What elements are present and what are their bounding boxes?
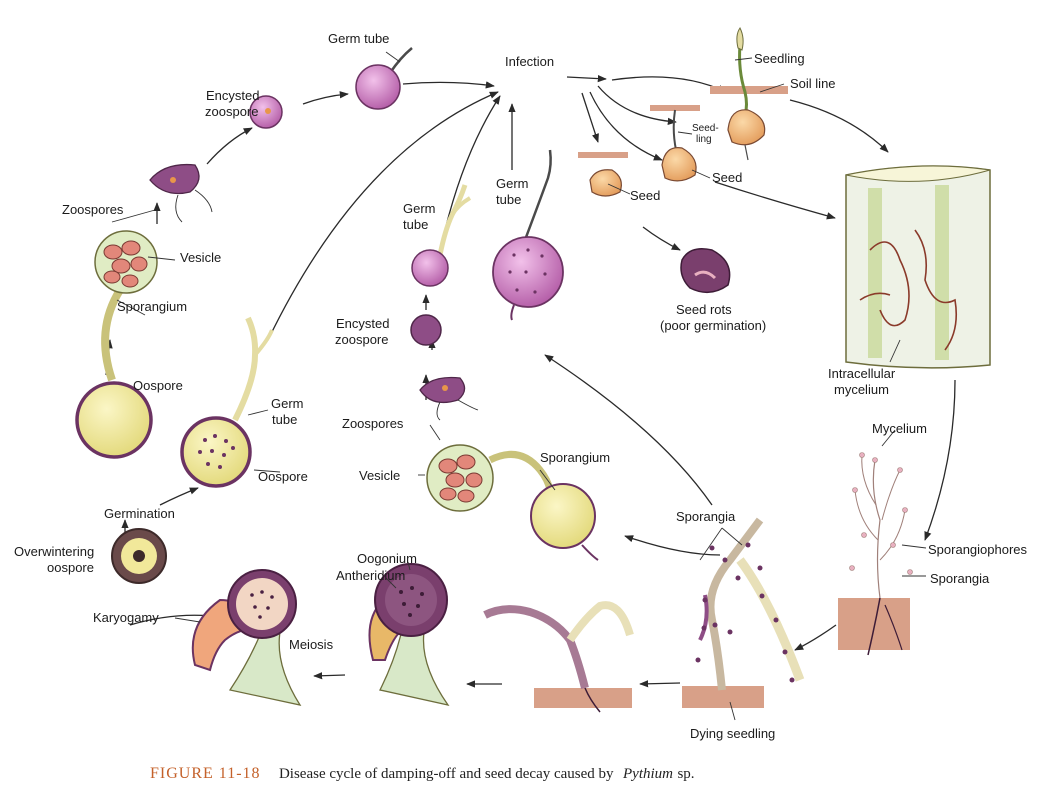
label-seedling-small-2: ling: [696, 134, 712, 145]
caption-text: Disease cycle of damping-off and seed de…: [279, 766, 614, 782]
label-intracellular-2: mycelium: [834, 382, 889, 397]
seedling-large: [710, 28, 788, 160]
label-seed-rots-1: Seed rots: [676, 302, 732, 317]
label-sporangia-right: Sporangia: [930, 571, 990, 586]
caption-suffix: sp.: [677, 766, 694, 782]
label-encysted-top-2: zoospore: [205, 104, 258, 119]
oospore-left: [77, 383, 151, 457]
caption-genus: Pythium: [622, 766, 673, 782]
label-oospore-left: Oospore: [133, 378, 183, 393]
label-germ-tube-top: Germ tube: [328, 31, 389, 46]
label-overwintering-2: oospore: [47, 560, 94, 575]
label-germ-tube-mid-1: Germ: [403, 201, 436, 216]
label-seedling: Seedling: [754, 51, 805, 66]
label-germ-tube-center-1: Germ: [496, 176, 529, 191]
label-encysted-mid-1: Encysted: [336, 316, 389, 331]
label-zoospores-left: Zoospores: [62, 202, 124, 217]
label-seed-rots-2: (poor germination): [660, 318, 766, 333]
encysted-zoospore-center: [411, 315, 441, 345]
label-sporangia-center: Sporangia: [676, 509, 736, 524]
label-sporangium-mid: Sporangium: [540, 450, 610, 465]
oogonium-structure: [369, 564, 448, 705]
label-seed-right: Seed: [712, 170, 742, 185]
label-mycelium: Mycelium: [872, 421, 927, 436]
label-antheridium: Antheridium: [336, 568, 405, 583]
stem-section: [846, 166, 990, 368]
figure-caption: FIGURE 11-18 Disease cycle of damping-of…: [150, 765, 695, 782]
label-seedling-small-1: Seed-: [692, 123, 719, 134]
zoospore-top: [150, 165, 212, 222]
mycelium-growth: [838, 453, 913, 656]
oospore-germinating: [182, 318, 272, 486]
label-sporangiophores: Sporangiophores: [928, 542, 1028, 557]
svg-text:FIGURE 11-18 Disease cyc: FIGURE 11-18 Disease cycle of damping-of…: [150, 765, 695, 782]
rotten-seed: [681, 249, 730, 293]
label-vesicle-mid: Vesicle: [359, 468, 400, 483]
label-intracellular-1: Intracellular: [828, 366, 896, 381]
label-soil-line: Soil line: [790, 76, 836, 91]
overwintering-oospore: [112, 529, 166, 583]
label-meiosis: Meiosis: [289, 637, 334, 652]
label-encysted-top-1: Encysted: [206, 88, 259, 103]
label-oospore-mid: Oospore: [258, 469, 308, 484]
label-germ-tube-oospore-2: tube: [272, 412, 297, 427]
label-encysted-mid-2: zoospore: [335, 332, 388, 347]
label-germ-tube-mid-2: tube: [403, 217, 428, 232]
label-zoospores-mid: Zoospores: [342, 416, 404, 431]
label-germ-tube-center-2: tube: [496, 192, 521, 207]
label-germination: Germination: [104, 506, 175, 521]
dying-seedling: [682, 520, 800, 708]
label-oogonium: Oogonium: [357, 551, 417, 566]
label-vesicle-left: Vesicle: [180, 250, 221, 265]
label-dying-seedling: Dying seedling: [690, 726, 775, 741]
germinating-cyst-top: [356, 48, 412, 109]
zoospore-center: [420, 378, 478, 421]
label-karyogamy: Karyogamy: [93, 610, 159, 625]
karyogamy-structure: [193, 570, 300, 705]
label-sporangium-left: Sporangium: [117, 299, 187, 314]
label-seed-center: Seed: [630, 188, 660, 203]
label-infection: Infection: [505, 54, 554, 69]
seedling-small: [650, 105, 700, 181]
caption-figure-number: FIGURE 11-18: [150, 765, 261, 782]
label-overwintering-1: Overwintering: [14, 544, 94, 559]
label-germ-tube-oospore-1: Germ: [271, 396, 304, 411]
collapsed-seedling: [485, 605, 632, 712]
